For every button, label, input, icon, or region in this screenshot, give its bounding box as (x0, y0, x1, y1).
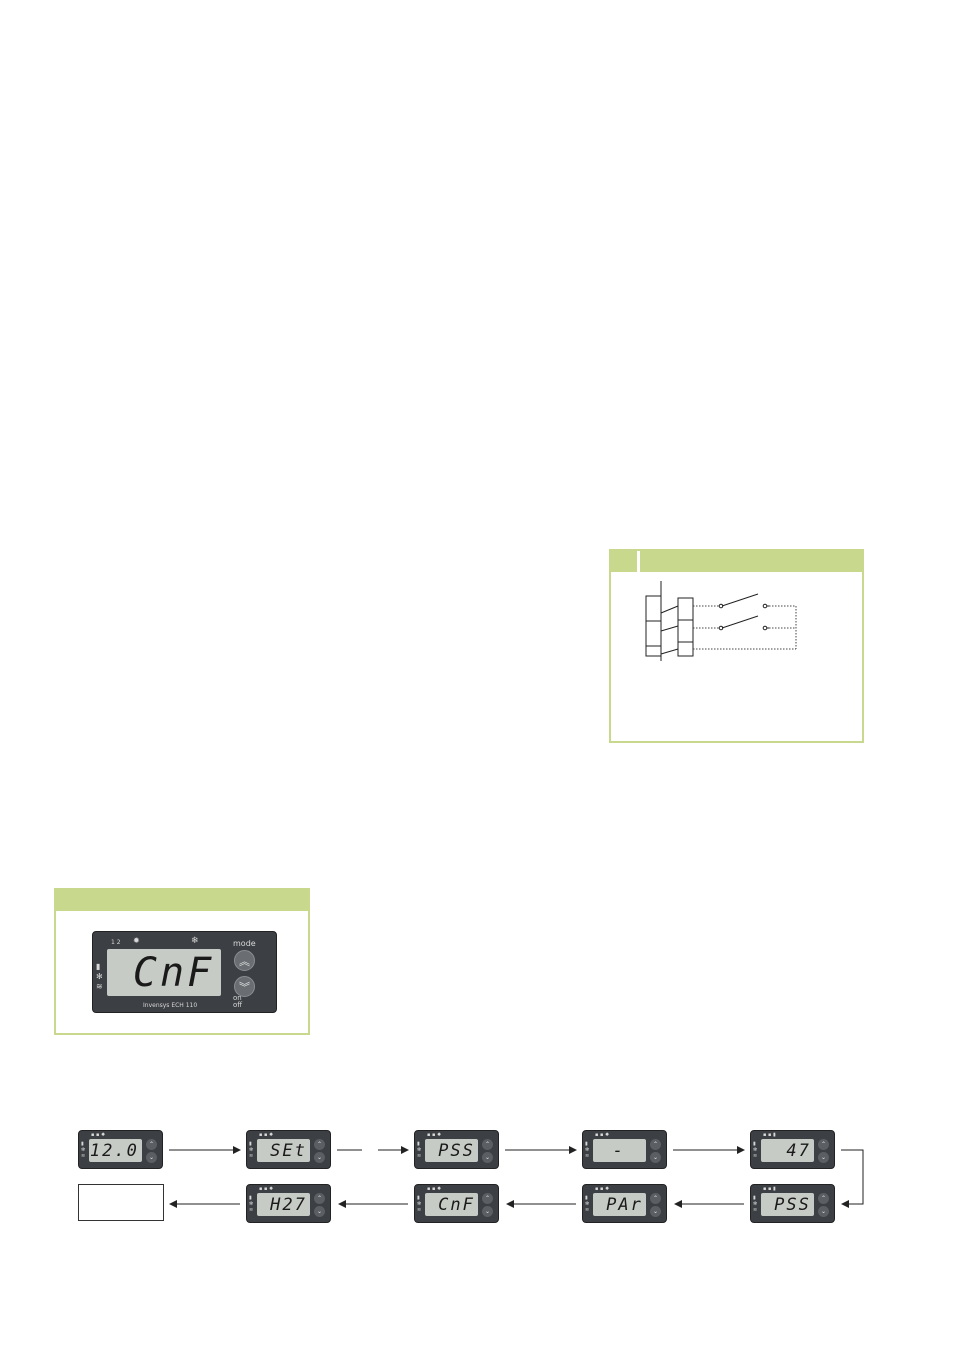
double-chevron-up-icon: ︽ (239, 955, 250, 968)
sequence-step-device: ▪ ▪ ✹ ▮✻≋ CnF ⌃ ⌄ (414, 1184, 499, 1223)
side-status-icons: ▮✻≋ (753, 1195, 758, 1213)
side-status-icons: ▮✻≋ (417, 1141, 422, 1159)
down-button[interactable]: ⌄ (146, 1152, 157, 1163)
wire-2 (660, 625, 679, 632)
lcd-screen: 47 (761, 1139, 814, 1162)
down-button[interactable]: ⌄ (482, 1206, 493, 1217)
wiring-diagram (645, 581, 797, 661)
side-status-icons: ▮✻≋ (249, 1141, 254, 1159)
up-button[interactable]: ⌃ (482, 1193, 493, 1204)
side-status-icons: ▮✻≋ (585, 1141, 590, 1159)
lcd-screen: 12.0 (89, 1139, 142, 1162)
lcd-readout: CnF (132, 949, 215, 996)
lcd-screen: H27 (257, 1193, 310, 1216)
sequence-step-device: ▪ ▪ ▮ ▮✻≋ PSS ⌃ ⌄ (750, 1184, 835, 1223)
status-icons: ▪ ▪ ▮ (763, 1132, 776, 1138)
down-button[interactable]: ⌄ (314, 1206, 325, 1217)
sequence-step-device: ▪ ▪ ✹ ▮✻≋ 12.0 ⌃ ⌄ (78, 1130, 163, 1169)
down-button[interactable]: ⌄ (650, 1206, 661, 1217)
up-button[interactable]: ⌃ (650, 1193, 661, 1204)
wiring-panel-header (611, 551, 862, 572)
up-button[interactable]: ⌃ (314, 1139, 325, 1150)
lcd-screen: CnF (425, 1193, 478, 1216)
status-icons: ▪ ▪ ▮ (763, 1186, 776, 1192)
lcd-readout: SEt (270, 1140, 307, 1161)
up-button[interactable]: ⌃ (818, 1193, 829, 1204)
controller-device: 1 2 ✹ ❄ mode ▮✻≋ CnF ︽ ︾ on off Invensys… (92, 931, 277, 1013)
lcd-screen: CnF (107, 949, 221, 996)
down-button[interactable]: ⌄ (650, 1152, 661, 1163)
flow-arrow-5 (841, 1149, 864, 1208)
lcd-readout: - (612, 1140, 625, 1161)
contact-1b (762, 603, 768, 609)
mode-label: mode (233, 939, 256, 948)
output-labels: 1 2 (111, 939, 121, 946)
up-button[interactable]: ⌃ (146, 1139, 157, 1150)
up-button[interactable]: ︽ (234, 950, 255, 971)
sequence-step-device: ▪ ▪ ▮ ▮✻≋ 47 ⌃ ⌄ (750, 1130, 835, 1169)
status-icons: ▪ ▪ ✹ (91, 1132, 106, 1138)
down-button[interactable]: ⌄ (818, 1152, 829, 1163)
sequence-step-device: ▪ ▪ ✹ ▮✻≋ PAr ⌃ ⌄ (582, 1184, 667, 1223)
status-icons: ▪ ▪ ✹ (595, 1186, 610, 1192)
wire-3 (660, 648, 679, 655)
side-status-icons: ▮✻≋ (417, 1195, 422, 1213)
status-icons: ▪ ▪ ✹ (259, 1186, 274, 1192)
up-button[interactable]: ⌃ (818, 1139, 829, 1150)
side-status-icons: ▮✻≋ (249, 1195, 254, 1213)
status-icons: ▪ ▪ ✹ (427, 1186, 442, 1192)
sequence-end-box (78, 1184, 164, 1221)
lcd-screen: PSS (425, 1139, 478, 1162)
display-panel-header (56, 890, 308, 911)
side-status-icons: ▮✻≋ (96, 962, 103, 991)
status-icons: ▪ ▪ ✹ (595, 1132, 610, 1138)
side-status-icons: ▮✻≋ (585, 1195, 590, 1213)
side-status-icons: ▮✻≋ (81, 1141, 86, 1159)
up-button[interactable]: ⌃ (482, 1139, 493, 1150)
sequence-step-device: ▪ ▪ ✹ ▮✻≋ H27 ⌃ ⌄ (246, 1184, 331, 1223)
switch-1 (721, 593, 759, 607)
terminal-3 (645, 645, 662, 657)
lcd-readout: PAr (606, 1194, 643, 1215)
contact-2b (762, 625, 768, 631)
lcd-screen: - (593, 1139, 646, 1162)
wiring-diagram-panel (609, 549, 864, 743)
lcd-screen: PAr (593, 1193, 646, 1216)
sequence-step-device: ▪ ▪ ✹ ▮✻≋ - ⌃ ⌄ (582, 1130, 667, 1169)
double-chevron-down-icon: ︾ (239, 981, 250, 994)
status-icons: ▪ ▪ ✹ (259, 1132, 274, 1138)
onoff-label: on off (233, 994, 243, 1009)
up-button[interactable]: ⌃ (314, 1193, 325, 1204)
down-button[interactable]: ⌄ (314, 1152, 325, 1163)
lcd-screen: PSS (761, 1193, 814, 1216)
brand-label: Invensys ECH 110 (143, 1002, 198, 1009)
lcd-readout: CnF (438, 1194, 475, 1215)
switch-2 (721, 615, 759, 629)
lcd-readout: 47 (786, 1140, 811, 1161)
lcd-screen: SEt (257, 1139, 310, 1162)
status-icons: ▪ ▪ ✹ (427, 1132, 442, 1138)
wiring-panel-header-tab (637, 551, 640, 572)
up-button[interactable]: ⌃ (650, 1139, 661, 1150)
snowflake-icon: ❄ (191, 936, 199, 946)
lcd-readout: PSS (438, 1140, 475, 1161)
lcd-readout: 12.0 (89, 1140, 139, 1161)
side-status-icons: ▮✻≋ (753, 1141, 758, 1159)
lcd-readout: H27 (270, 1194, 307, 1215)
lcd-readout: PSS (774, 1194, 811, 1215)
down-button[interactable]: ⌄ (818, 1206, 829, 1217)
down-button[interactable]: ︾ (234, 976, 255, 997)
sequence-step-device: ▪ ▪ ✹ ▮✻≋ SEt ⌃ ⌄ (246, 1130, 331, 1169)
wire-1 (660, 605, 679, 614)
sun-icon: ✹ (133, 936, 140, 945)
sequence-step-device: ▪ ▪ ✹ ▮✻≋ PSS ⌃ ⌄ (414, 1130, 499, 1169)
down-button[interactable]: ⌄ (482, 1152, 493, 1163)
